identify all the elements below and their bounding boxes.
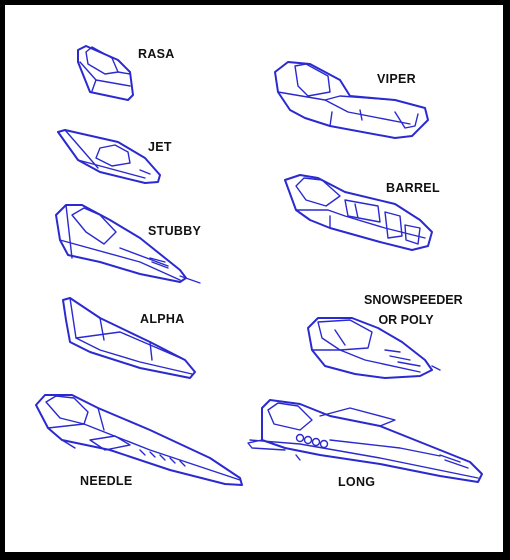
ship-barrel-drawing (284, 174, 433, 251)
ship-label-snowspeeder-line1: SNOWSPEEDER (364, 293, 463, 307)
ship-label-alpha: ALPHA (140, 312, 185, 326)
ship-rasa-drawing (77, 45, 134, 101)
ship-viper-drawing (274, 61, 429, 139)
ship-label-snowspeeder-line2: OR POLY (378, 313, 434, 327)
ship-label-viper: VIPER (377, 72, 417, 86)
ship-label-stubby: STUBBY (148, 224, 202, 238)
ship-label-jet: JET (148, 140, 172, 154)
ship-needle-drawing (35, 394, 243, 486)
ship-snowspeeder-drawing (307, 317, 441, 379)
ship-label-snowspeeder: SNOWSPEEDER OR POLY (364, 290, 463, 330)
ship-alpha-drawing (62, 297, 196, 379)
ship-stubby-drawing (55, 204, 201, 284)
ship-label-barrel: BARREL (386, 181, 440, 195)
ship-label-long: LONG (338, 475, 376, 489)
ship-long-drawing (247, 399, 483, 483)
ship-label-rasa: RASA (138, 47, 175, 61)
ship-label-needle: NEEDLE (80, 474, 133, 488)
ship-jet-drawing (57, 129, 161, 184)
